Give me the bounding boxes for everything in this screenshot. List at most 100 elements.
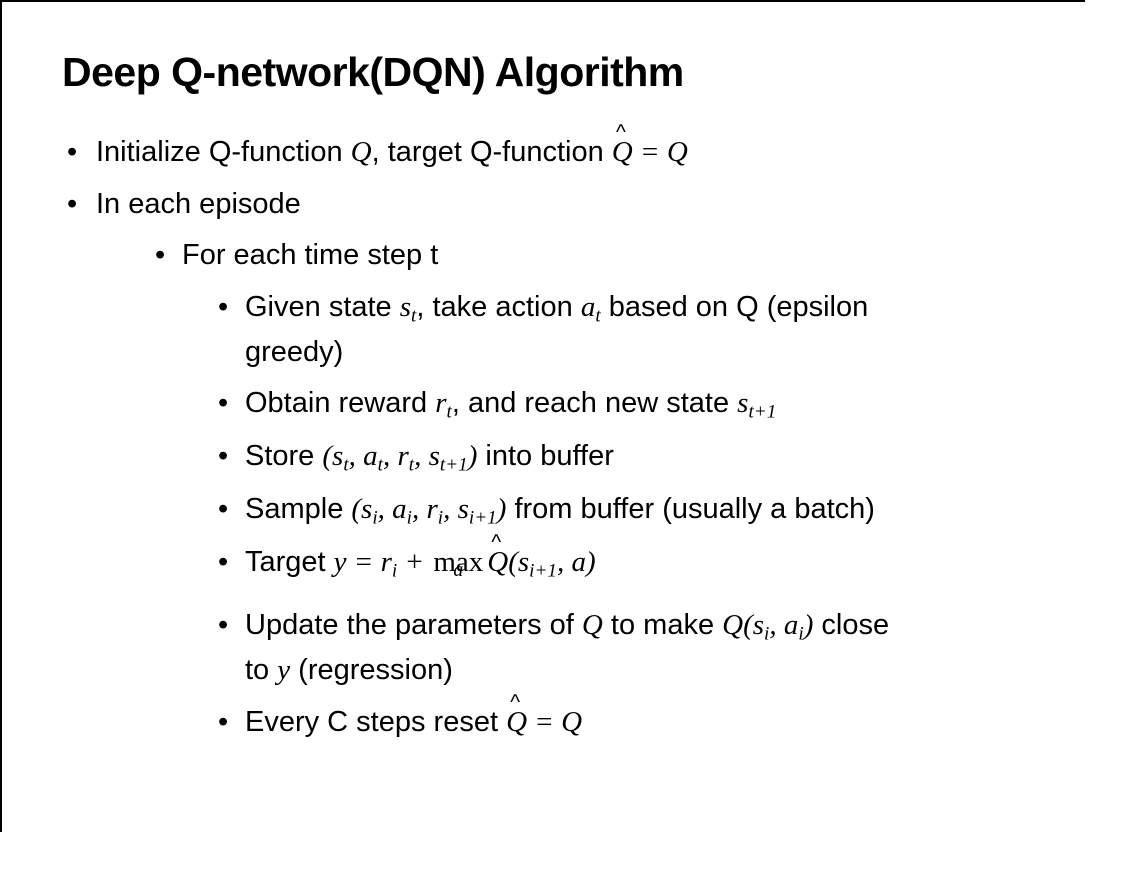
text-segment: s [399, 290, 412, 323]
text-segment: y [277, 654, 291, 687]
text-segment: Q^ [611, 121, 633, 169]
text-segment: r [435, 387, 447, 420]
bullet-text: Sample (si, ai, ri, si+1) from buffer (u… [245, 488, 1096, 533]
text-segment: Q(s [722, 609, 765, 642]
bullet-item: • Obtain reward rt, and reach new state s… [67, 382, 1096, 427]
bullet-text: For each time step t [182, 234, 1096, 278]
text-segment: to [245, 654, 278, 687]
text-segment: (regression) [290, 654, 453, 687]
text-segment: based on Q (epsilon [600, 290, 869, 323]
text-segment: to make [602, 609, 723, 642]
text-segment: Target [245, 546, 334, 579]
text-segment: i+1 [529, 560, 557, 582]
bullet-item: • Every C steps reset Q^ = Q [67, 691, 1096, 745]
bullet-marker: • [218, 290, 229, 323]
text-segment: into buffer [477, 440, 614, 473]
text-segment: Store [245, 440, 323, 473]
bullet-marker: • [218, 440, 229, 473]
bullet-marker: • [218, 609, 229, 642]
bullet-marker: • [218, 387, 229, 420]
bullet-item: • In each episode [67, 183, 1096, 227]
bullet-item: • For each time step t [67, 234, 1096, 278]
text-segment: (s [508, 546, 530, 579]
text-segment: a [580, 290, 596, 323]
bullet-marker: • [218, 546, 229, 579]
bullet-item: •Store (st, at, rt, st+1) into buffer [67, 435, 1096, 480]
text-segment: t [411, 305, 417, 327]
text-segment: t+1 [439, 454, 468, 476]
text-segment: i [406, 507, 412, 529]
slide-border-left [0, 0, 2, 832]
text-segment: from buffer (usually a batch) [506, 493, 875, 526]
text-segment: Obtain reward [245, 387, 436, 420]
bullet-list: • Initialize Q-function Q, target Q-funct… [62, 121, 1096, 745]
text-segment: ) [467, 440, 478, 473]
text-segment: , take action [416, 290, 581, 323]
bullet-text: Update the parameters of Q to make Q(si,… [245, 604, 1096, 693]
text-segment: t+1 [748, 401, 777, 423]
text-segment: , a [377, 493, 407, 526]
text-segment: + [397, 546, 432, 579]
text-segment: close [813, 609, 890, 642]
text-segment: , s [414, 440, 440, 473]
bullet-text: Initialize Q-function Q, target Q-functi… [96, 121, 1096, 175]
bullet-item: •Update the parameters of Q to make Q(si… [67, 604, 1096, 693]
text-segment: i+1 [468, 507, 497, 529]
text-segment: Q [350, 136, 372, 169]
text-segment: y = r [333, 546, 392, 579]
hat-accent: ^ [510, 691, 521, 715]
text-segment: t [595, 305, 601, 327]
bullet-item: • Initialize Q-function Q, target Q-funct… [67, 121, 1096, 175]
text-segment: , r [382, 440, 409, 473]
bullet-item: •Given state st, take action at based on… [67, 286, 1096, 375]
text-segment: s [737, 387, 749, 420]
bullet-marker: • [155, 239, 166, 272]
bullet-text: Every C steps reset Q^ = Q [245, 691, 1096, 745]
text-segment: , a) [556, 546, 596, 579]
bullet-text: Store (st, at, rt, st+1) into buffer [245, 435, 1096, 480]
text-segment: , a [769, 609, 799, 642]
text-segment: , s [443, 493, 469, 526]
bullet-text: Given state st, take action at based on … [245, 286, 1096, 375]
bullet-marker: • [67, 136, 78, 169]
text-segment: (s [351, 493, 373, 526]
text-segment: In each episode [96, 187, 301, 220]
bullet-text: Obtain reward rt, and reach new state st… [245, 382, 1096, 427]
bullet-text: In each episode [96, 183, 1096, 227]
bullet-marker: • [218, 493, 229, 526]
text-segment: Q [581, 609, 603, 642]
bullet-item: • Sample (si, ai, ri, si+1) from buffer (… [67, 488, 1096, 533]
text-segment: Sample [245, 493, 352, 526]
text-segment: i [437, 507, 444, 529]
text-segment: i [798, 623, 804, 645]
bullet-marker: • [218, 705, 229, 738]
text-segment: t [343, 454, 349, 476]
text-segment: i [391, 560, 398, 582]
text-segment: , a [348, 440, 378, 473]
bullet-marker: • [67, 187, 78, 220]
text-segment: = Q [632, 136, 688, 169]
text-segment: Q^ [487, 531, 509, 579]
text-segment: t [377, 454, 383, 476]
text-segment: , and reach new state [451, 387, 738, 420]
text-segment: Q^ [506, 691, 528, 738]
text-segment: Given state [245, 290, 400, 323]
text-segment: For each time step t [182, 239, 439, 272]
text-segment: greedy) [245, 335, 344, 368]
text-segment: t [408, 454, 415, 476]
text-segment: ) [803, 609, 814, 642]
slide-border-top [0, 0, 1085, 2]
text-segment: Update the parameters of [245, 609, 582, 642]
hat-accent: ^ [615, 121, 626, 145]
text-segment: t [446, 401, 452, 423]
slide-title: Deep Q-network(DQN) Algorithm [62, 49, 684, 95]
text-segment: (s [322, 440, 344, 473]
text-segment: = Q [527, 705, 583, 738]
text-segment: i [372, 507, 378, 529]
text-segment: i [764, 623, 770, 645]
text-segment: , target Q-function [371, 136, 612, 169]
text-segment: , r [412, 493, 438, 526]
